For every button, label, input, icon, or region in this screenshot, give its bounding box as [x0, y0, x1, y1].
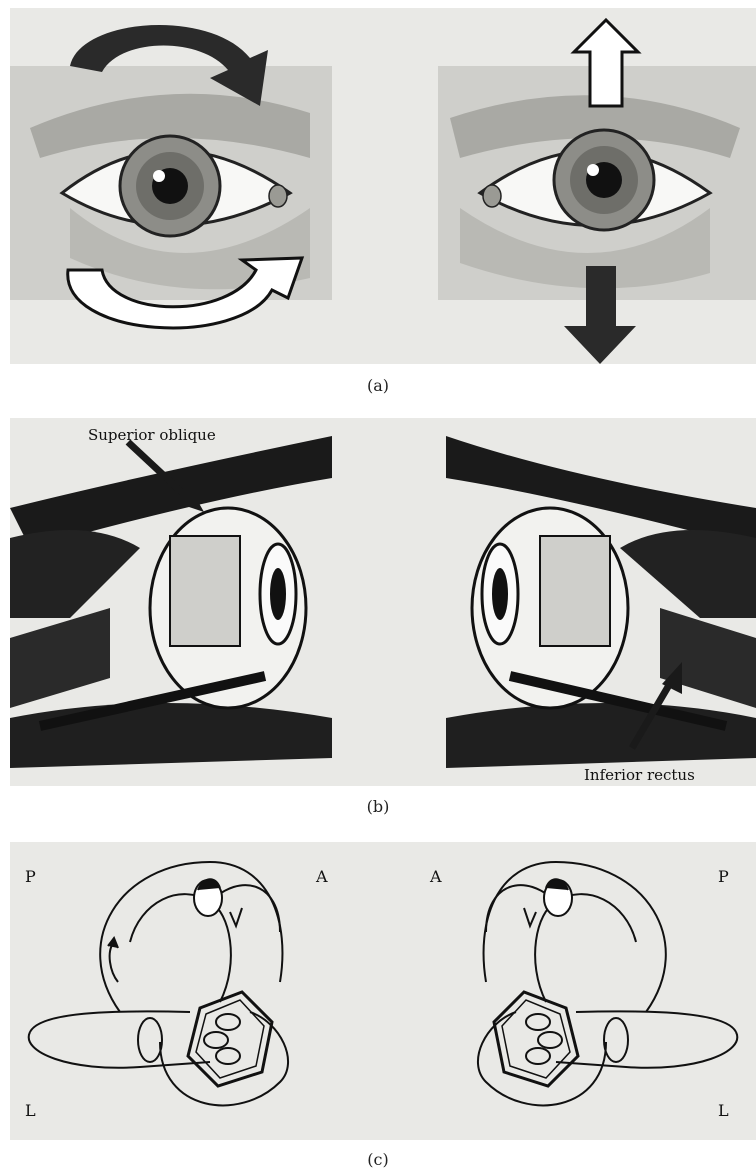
panel-a-eye-rotation [10, 8, 756, 364]
left-label-a: A [315, 867, 328, 886]
right-label-l: L [718, 1101, 729, 1120]
inferior-rectus-label: Inferior rectus [584, 766, 695, 784]
panel-c-schematic: P A L A P L [10, 842, 756, 1140]
caption-b: (b) [0, 797, 756, 816]
left-label-l: L [25, 1101, 36, 1120]
panel-b-muscles: Superior oblique Inferior rectus [10, 418, 756, 786]
panel-c-illustration: P A L A P L [10, 842, 756, 1140]
caption-c: (c) [0, 1150, 756, 1169]
caption-a: (a) [0, 376, 756, 395]
panel-a-illustration [10, 8, 756, 364]
left-eye-schematic [29, 862, 288, 1105]
right-label-a: A [429, 867, 442, 886]
right-label-p: P [718, 867, 729, 886]
panel-b-illustration: Superior oblique Inferior rectus [10, 418, 756, 786]
right-eye-schematic [478, 862, 737, 1105]
left-label-p: P [25, 867, 36, 886]
right-orbit-drawing [436, 436, 756, 768]
superior-oblique-label: Superior oblique [88, 426, 216, 444]
